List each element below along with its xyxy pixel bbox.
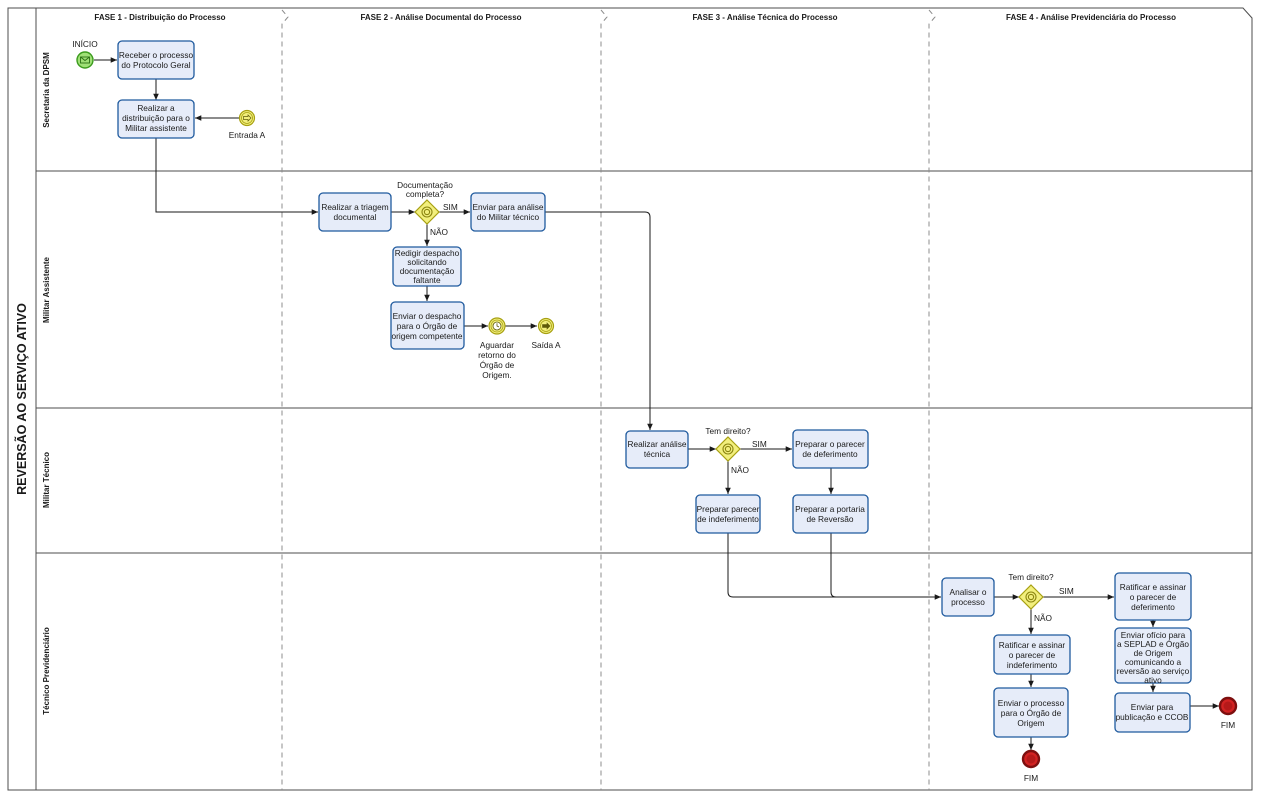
link-event-entrada-a[interactable] [238,109,256,127]
clock-icon [492,321,502,331]
label-tem-direito-tecnico: Tem direito? [705,426,751,436]
start-event-inicio[interactable] [76,51,94,69]
label-fim-1: FIM [1024,773,1038,783]
lane-title-tecnico-previdenciario: Técnico Previdenciário [42,627,51,715]
timer-event-aguardar[interactable] [488,317,506,335]
flow-t10-t11 [830,533,837,598]
label-entrada-a: Entrada A [229,130,266,140]
gateway-documentacao-completa[interactable] [414,199,440,225]
gateway-tem-direito-tecnico[interactable] [715,436,741,462]
pool-title: REVERSÃO AO SERVIÇO ATIVO [14,303,29,495]
link-arrow-icon [243,114,252,122]
gateway-tem-direito-previdenciario[interactable] [1018,584,1044,610]
label-tem-direito-previdenciario: Tem direito? [1008,572,1054,582]
flow-t2-t3 [155,137,318,215]
label-g1-sim: SIM [443,202,458,212]
link-event-saida-a[interactable] [537,317,555,335]
label-fim-2: FIM [1221,720,1235,730]
link-arrow-icon [542,322,551,330]
end-event-fim-deferimento[interactable] [1218,696,1238,716]
lane-title-militar-assistente: Militar Assistente [42,256,51,322]
phase-title-2: FASE 2 - Análise Documental do Processo [360,13,521,22]
lane-title-secretaria: Secretaria da DPSM [42,52,51,128]
phase-title-1: FASE 1 - Distribuição do Processo [94,13,225,22]
label-g3-nao: NÃO [1034,613,1053,623]
sequence-flows [94,57,1219,750]
lane-title-militar-tecnico: Militar Técnico [42,452,51,508]
label-inicio: INÍCIO [72,39,98,49]
flow-t9-t11 [727,533,941,600]
label-g2-sim: SIM [752,439,767,449]
label-saida-a: Saída A [531,340,561,350]
phase-dividers [281,9,936,790]
label-g3-sim: SIM [1059,586,1074,596]
end-event-fim-indeferimento[interactable] [1021,749,1041,769]
phase-title-3: FASE 3 - Análise Técnica do Processo [692,13,837,22]
label-g2-nao: NÃO [731,465,750,475]
pool-frame [7,7,1253,791]
flow-t4-t7 [545,211,653,430]
label-g1-nao: NÃO [430,227,449,237]
phase-title-4: FASE 4 - Análise Previdenciária do Proce… [1006,13,1176,22]
envelope-icon [80,56,90,64]
